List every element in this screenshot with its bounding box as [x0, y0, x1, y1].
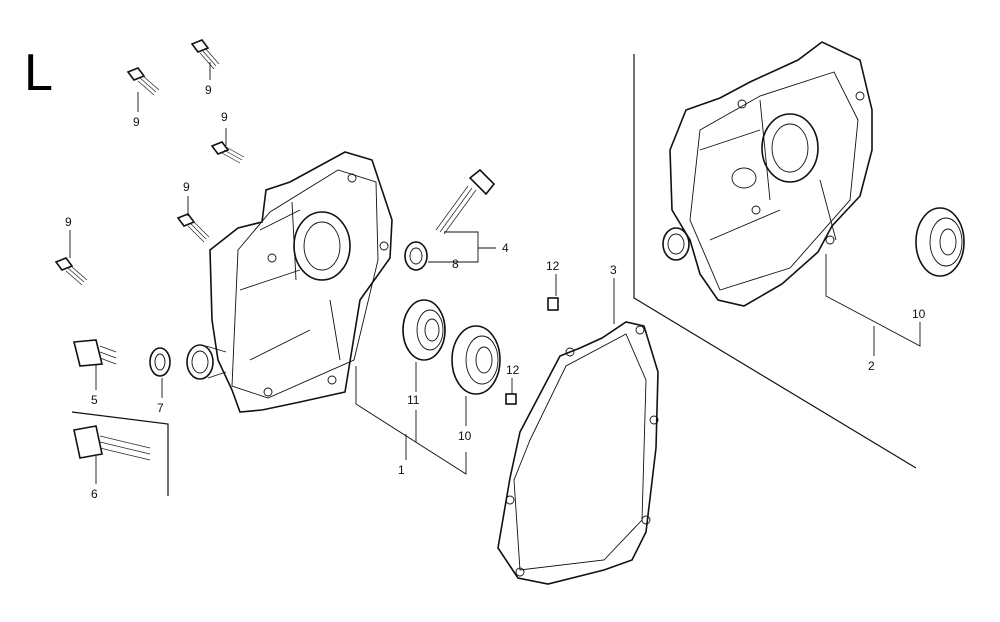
callout-12: 12	[546, 259, 560, 273]
callout-10: 10	[912, 307, 926, 321]
callout-3: 3	[610, 263, 617, 277]
bolt-9-mid-right	[210, 141, 245, 164]
gasket-3	[497, 321, 659, 585]
bearing-10-left	[451, 325, 501, 395]
callout-9: 9	[183, 180, 190, 194]
callout-9: 9	[205, 83, 212, 97]
case-cover-right	[662, 41, 873, 307]
dipstick-4	[435, 168, 496, 235]
washer-7	[149, 347, 171, 377]
callout-2: 2	[868, 359, 875, 373]
drain-bolt-6	[73, 425, 151, 461]
oil-seal-11	[402, 299, 446, 361]
bolt-9-top-center	[190, 39, 220, 70]
callout-4: 4	[502, 241, 509, 255]
callout-8: 8	[452, 257, 459, 271]
callout-1: 1	[398, 463, 405, 477]
callout-7: 7	[157, 401, 164, 415]
callout-11: 11	[407, 393, 420, 407]
group-bracket-5-6-7	[71, 411, 169, 496]
callout-9: 9	[65, 215, 72, 229]
case-cover-left	[186, 151, 393, 413]
callout-6: 6	[91, 487, 98, 501]
bearing-10-right	[915, 207, 965, 277]
assembly-frame-line	[633, 54, 917, 469]
dowel-pin-12-lower	[505, 393, 517, 405]
callout-10: 10	[458, 429, 472, 443]
leader-lines	[69, 62, 921, 484]
bolt-9-top-left	[126, 67, 160, 96]
oil-seal-8	[404, 241, 428, 271]
callout-9: 9	[133, 115, 140, 129]
bolt-9-far-left	[54, 257, 88, 286]
callout-12: 12	[506, 363, 520, 377]
callout-9: 9	[221, 110, 228, 124]
section-letter: L	[24, 44, 53, 102]
callout-5: 5	[91, 393, 98, 407]
drain-plug-5	[72, 339, 117, 367]
bolt-9-mid-left	[176, 213, 210, 243]
dowel-pin-12-upper	[547, 297, 559, 311]
